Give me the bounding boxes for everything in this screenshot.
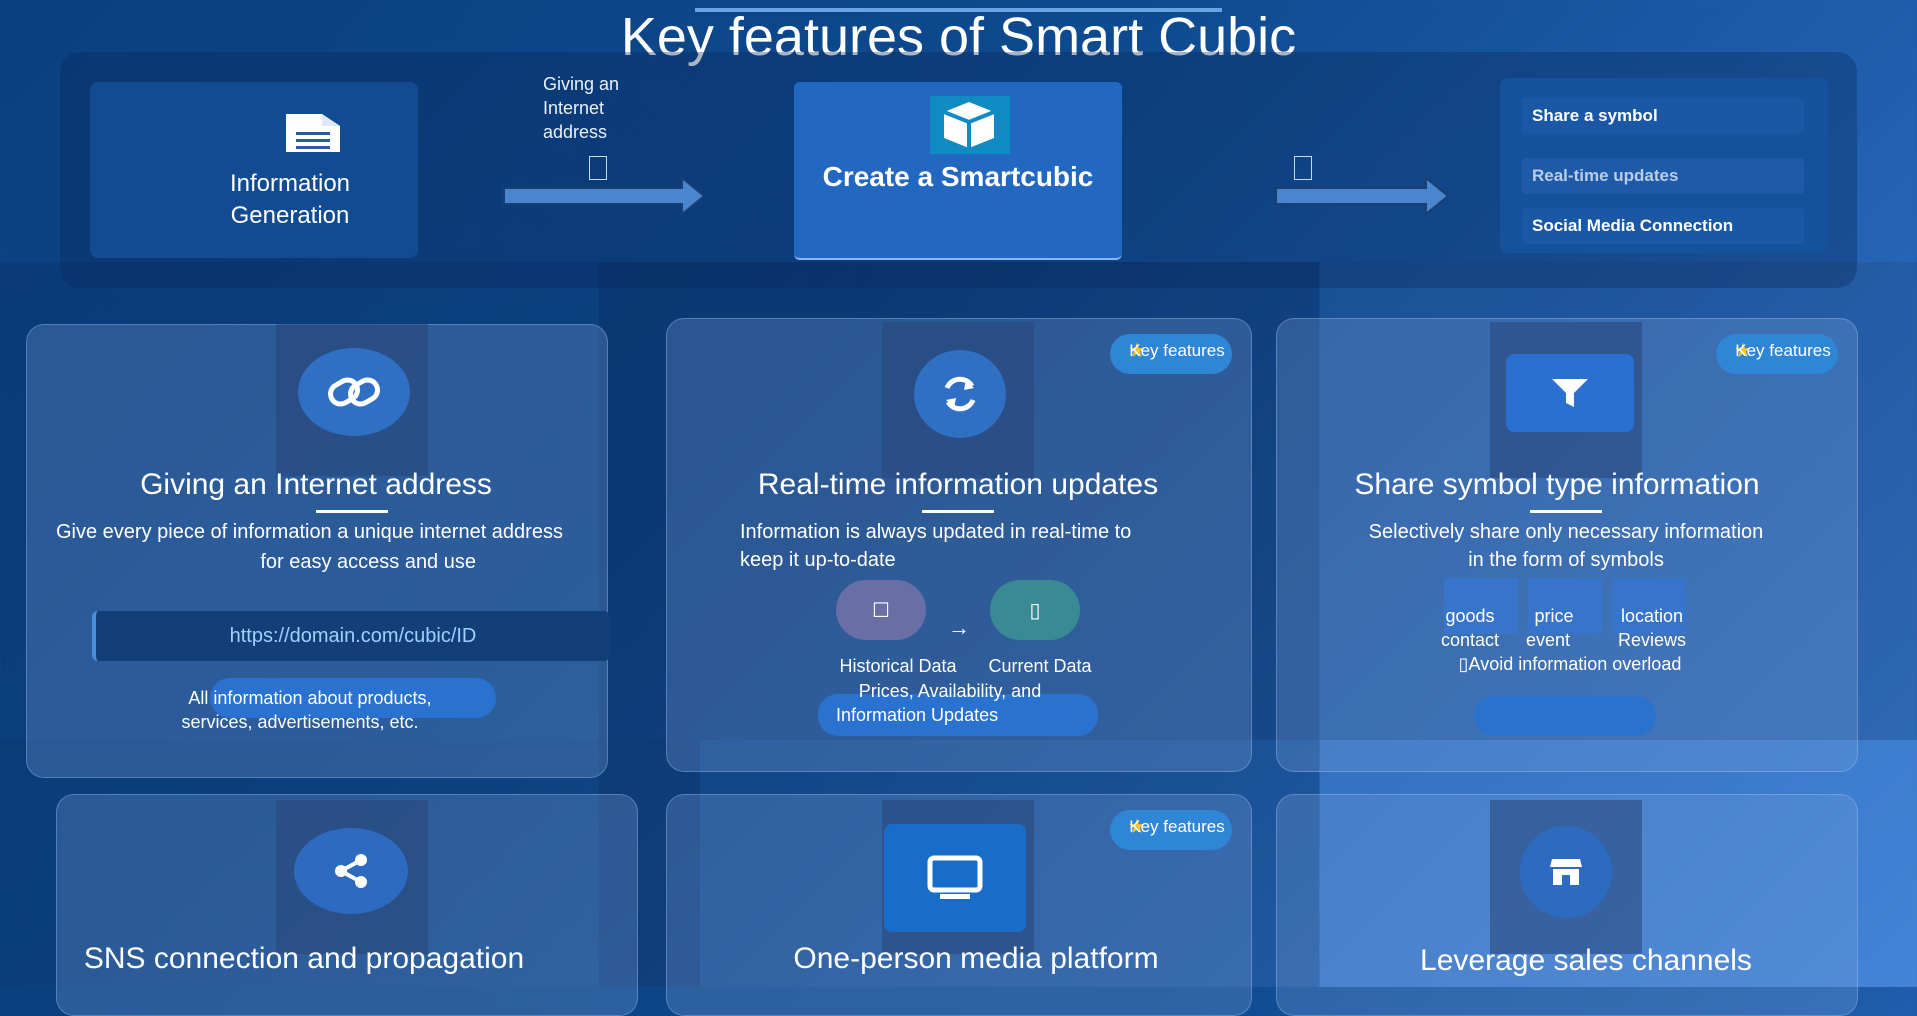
page-title: Key features of Smart Cubic: [620, 7, 1297, 67]
card-description: Information is always updated in real-ti…: [740, 521, 1132, 543]
card-description: keep it up-to-date: [740, 549, 896, 571]
cube-icon: [943, 102, 995, 148]
flow-arrow-note: Giving an Internet address: [543, 74, 620, 142]
card-note: Prices, Availability, and: [858, 681, 1042, 701]
star-icon: ★: [1128, 340, 1146, 362]
tag-background: [1612, 578, 1686, 634]
card-title: One-person media platform: [793, 942, 1159, 975]
card-description: Selectively share only necessary informa…: [1368, 521, 1764, 543]
key-features-badge: ★ Key features: [1110, 334, 1232, 374]
key-features-badge: ★ Key features: [1716, 334, 1838, 374]
information-generation-box: [90, 82, 418, 258]
card-title: Giving an Internet address: [140, 468, 492, 501]
card-title: SNS connection and propagation: [83, 942, 525, 975]
star-icon: ★: [1734, 340, 1752, 362]
tag-background: [1528, 578, 1602, 634]
link-icon: [298, 348, 410, 436]
summary-item-share-symbol: Share a symbol: [1522, 98, 1804, 134]
current-data-icon: ▯: [990, 580, 1080, 640]
card-note: Information Updates: [836, 705, 999, 725]
current-data-label: Current Data: [988, 656, 1092, 676]
card-note: All information about products,: [188, 688, 432, 708]
flow-arrow-right: [1275, 176, 1450, 216]
information-generation-label: Information Generation: [229, 170, 351, 229]
note-pill: [210, 678, 496, 718]
note-pill: [818, 694, 1098, 736]
key-features-badge: ★ Key features: [1110, 810, 1232, 850]
title-underline: [1530, 510, 1602, 513]
card-note: services, advertisements, etc.: [181, 712, 419, 732]
document-icon: [286, 114, 340, 152]
card-title: Share symbol type information: [1354, 468, 1760, 501]
badge-label: Key features: [1129, 341, 1225, 360]
title-underline: [922, 510, 994, 513]
monitor-icon: [884, 824, 1026, 932]
missing-glyph-box: [1294, 156, 1312, 180]
summary-item-realtime-updates: Real-time updates: [1522, 158, 1804, 194]
badge-label: Key features: [1735, 341, 1831, 360]
store-icon: [1520, 826, 1612, 918]
refresh-icon: [914, 350, 1006, 438]
tag-background: [1444, 578, 1518, 634]
symbol-tag: price: [1534, 606, 1574, 626]
historical-data-label: Historical Data: [839, 656, 957, 676]
card-description: Give every piece of information a unique…: [56, 521, 563, 543]
note-pill: [1474, 696, 1656, 736]
symbol-tag: contact: [1440, 630, 1500, 650]
title-underline: [316, 510, 388, 513]
missing-glyph-box: [589, 156, 607, 180]
example-url[interactable]: https://domain.com/cubic/ID: [92, 611, 610, 661]
missing-glyph-icon: ▯: [1458, 654, 1469, 674]
create-smartcubic-label: Create a Smartcubic: [822, 161, 1094, 192]
flow-arrow: →: [948, 615, 970, 640]
card-title: Leverage sales channels: [1420, 944, 1752, 977]
overload-note: ▯Avoid information overload: [1440, 652, 1700, 676]
overload-note-text: Avoid information overload: [1468, 654, 1682, 674]
summary-item-social-media: Social Media Connection: [1522, 208, 1804, 244]
historical-data-icon: ☐: [836, 580, 926, 640]
symbol-tag: goods: [1445, 606, 1495, 626]
share-icon: [294, 828, 408, 914]
symbol-tag: location: [1620, 606, 1684, 626]
flow-arrow-right: [503, 176, 706, 216]
card-title: Real-time information updates: [757, 468, 1159, 501]
card-description: for easy access and use: [260, 551, 476, 573]
symbol-tag: Reviews: [1617, 630, 1687, 650]
title-accent-line: [695, 8, 1222, 12]
badge-label: Key features: [1129, 817, 1225, 836]
star-icon: ★: [1128, 816, 1146, 838]
symbol-tag: event: [1525, 630, 1571, 650]
filter-icon: [1506, 354, 1634, 432]
card-description: in the form of symbols: [1468, 549, 1664, 571]
